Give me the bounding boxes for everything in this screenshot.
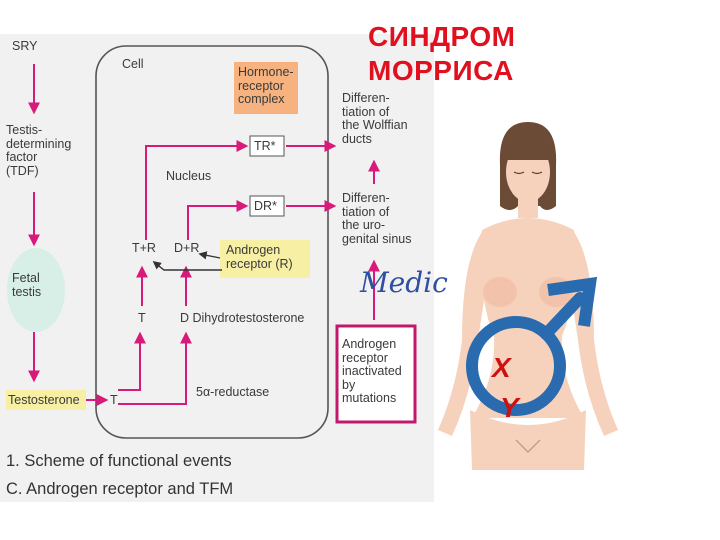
inactivated-label: Androgen receptor inactivated by mutatio…: [342, 337, 402, 405]
cell-label: Cell: [122, 57, 144, 71]
t-label: T: [110, 393, 118, 407]
fetal-testis-label: Fetal testis: [12, 271, 42, 299]
reductase-label: 5α-reductase: [196, 385, 270, 399]
testosterone-label: Testosterone: [8, 393, 80, 407]
diagram-panel: [0, 34, 434, 502]
d-plus-r-label: D+R: [174, 241, 200, 255]
hormone-complex-box: [234, 62, 298, 114]
testosterone-box: [6, 390, 86, 410]
page-title: СИНДРОМ МОРРИСА: [368, 21, 516, 86]
male-symbol-icon: [466, 276, 598, 416]
chromosome-x: X: [492, 352, 511, 383]
dr-star-label: DR*: [254, 199, 277, 213]
caption-2: C. Androgen receptor and TFM: [6, 480, 234, 498]
female-figure-icon: [438, 122, 618, 470]
cell-outline: [95, 45, 329, 439]
watermark: Medic: [360, 266, 448, 299]
tr-star-label: TR*: [254, 139, 276, 153]
androgen-receptor-box: [220, 240, 310, 278]
urogenital-label: Differen- tiation of the uro- genital si…: [342, 191, 412, 246]
hormone-complex-label: Hormone- receptor complex: [238, 65, 294, 106]
t-label-2: T: [138, 311, 146, 325]
dihydrotestosterone-label: D Dihydrotestosterone: [180, 311, 305, 325]
chromosome-y: Y: [500, 392, 519, 423]
tdf-label: Testis- determining factor (TDF): [6, 123, 72, 178]
inactivated-box: [335, 324, 417, 424]
nucleus-label: Nucleus: [166, 169, 212, 183]
sry-label: SRY: [12, 39, 38, 53]
androgen-receptor-label: Androgen receptor (R): [226, 243, 293, 271]
dr-star-box: [249, 195, 285, 217]
t-plus-r-label: T+R: [132, 241, 156, 255]
caption-1: 1. Scheme of functional events: [6, 452, 232, 470]
wolffian-label: Differen- tiation of the Wolffian ducts: [342, 91, 408, 146]
tr-star-box: [249, 135, 285, 157]
fetal-testis-shape: [7, 248, 65, 332]
